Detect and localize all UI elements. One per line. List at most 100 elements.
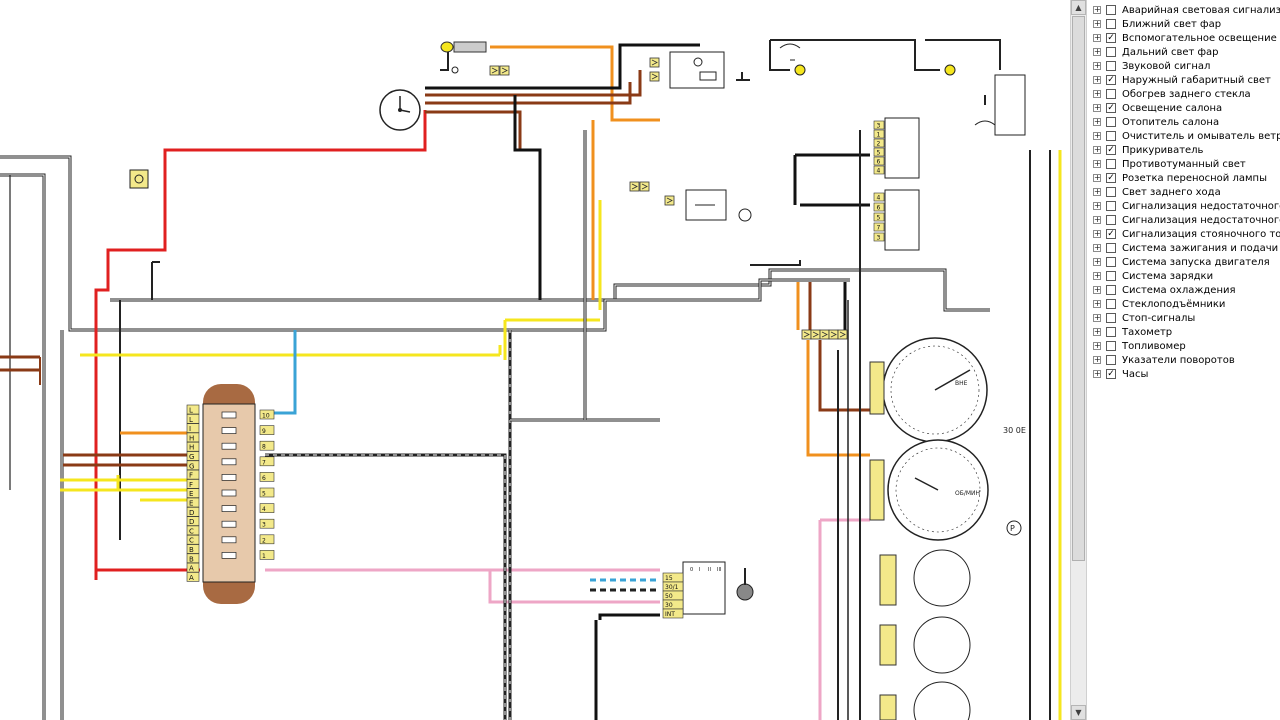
system-checkbox[interactable] xyxy=(1106,131,1116,141)
expand-plus-icon[interactable]: + xyxy=(1093,75,1101,84)
expand-plus-icon[interactable]: + xyxy=(1093,313,1101,322)
expand-plus-icon[interactable]: + xyxy=(1093,159,1101,168)
system-checkbox[interactable]: ✓ xyxy=(1106,145,1116,155)
fuse-left-label: F xyxy=(189,481,193,489)
system-list-item[interactable]: +Система запуска двигателя xyxy=(1093,255,1280,269)
system-list-item[interactable]: +Дальний свет фар xyxy=(1093,45,1280,59)
system-checkbox[interactable]: ✓ xyxy=(1106,229,1116,239)
expand-plus-icon[interactable]: + xyxy=(1093,61,1101,70)
system-list-item[interactable]: +Система охлаждения xyxy=(1093,283,1280,297)
fuse-left-label: F xyxy=(189,472,193,480)
vertical-scrollbar[interactable]: ▲ ▼ xyxy=(1070,0,1086,720)
system-list-item[interactable]: +Аварийная световая сигнализ xyxy=(1093,3,1280,17)
system-list-item[interactable]: +✓Розетка переносной лампы xyxy=(1093,171,1280,185)
scrollbar-thumb[interactable] xyxy=(1072,16,1085,561)
expand-plus-icon[interactable]: + xyxy=(1093,187,1101,196)
system-list-item[interactable]: +Обогрев заднего стекла xyxy=(1093,87,1280,101)
expand-plus-icon[interactable]: + xyxy=(1093,341,1101,350)
expand-plus-icon[interactable]: + xyxy=(1093,243,1101,252)
ignition-position-label: III xyxy=(717,567,721,573)
system-checkbox[interactable] xyxy=(1106,117,1116,127)
system-list-item[interactable]: +Ближний свет фар xyxy=(1093,17,1280,31)
system-list-item[interactable]: +Топливомер xyxy=(1093,339,1280,353)
system-checkbox[interactable] xyxy=(1106,47,1116,57)
expand-plus-icon[interactable]: + xyxy=(1093,271,1101,280)
system-list-item[interactable]: +✓Освещение салона xyxy=(1093,101,1280,115)
system-checkbox[interactable]: ✓ xyxy=(1106,33,1116,43)
system-checkbox[interactable] xyxy=(1106,299,1116,309)
system-list-item[interactable]: + Система зажигания и подачи т xyxy=(1093,241,1280,255)
system-checkbox[interactable] xyxy=(1106,19,1116,29)
system-list-item[interactable]: +Стоп-сигналы xyxy=(1093,311,1280,325)
system-list-item[interactable]: +✓Вспомогательное освещение xyxy=(1093,31,1280,45)
expand-plus-icon[interactable]: + xyxy=(1093,201,1101,210)
speedometer-label: ВНЕ xyxy=(955,380,968,387)
expand-plus-icon[interactable]: + xyxy=(1093,89,1101,98)
system-list-item[interactable]: + Стеклоподъёмники xyxy=(1093,297,1280,311)
system-checkbox[interactable] xyxy=(1106,89,1116,99)
system-checkbox[interactable] xyxy=(1106,187,1116,197)
expand-plus-icon[interactable]: + xyxy=(1093,117,1101,126)
system-checkbox[interactable]: ✓ xyxy=(1106,369,1116,379)
system-label: Система зажигания и подачи т xyxy=(1122,242,1280,254)
system-list-item[interactable]: +Тахометр xyxy=(1093,325,1280,339)
system-checkbox[interactable]: ✓ xyxy=(1106,103,1116,113)
fuse-left-label: B xyxy=(189,546,194,554)
system-checkbox[interactable] xyxy=(1106,159,1116,169)
system-list-item[interactable]: +Отопитель салона xyxy=(1093,115,1280,129)
expand-plus-icon[interactable]: + xyxy=(1093,145,1101,154)
dashed-wires xyxy=(265,130,1062,720)
system-list-item[interactable]: +Свет заднего хода xyxy=(1093,185,1280,199)
system-list-item[interactable]: +✓Прикуриватель xyxy=(1093,143,1280,157)
scroll-up-arrow-icon[interactable]: ▲ xyxy=(1071,0,1086,15)
system-checkbox[interactable] xyxy=(1106,327,1116,337)
system-checkbox[interactable] xyxy=(1106,5,1116,15)
expand-plus-icon[interactable]: + xyxy=(1093,327,1101,336)
expand-plus-icon[interactable]: + xyxy=(1093,33,1101,42)
system-list-item[interactable]: +Противотуманный свет xyxy=(1093,157,1280,171)
system-checkbox[interactable] xyxy=(1106,215,1116,225)
expand-plus-icon[interactable]: + xyxy=(1093,5,1101,14)
system-list-item[interactable]: +✓Часы xyxy=(1093,367,1280,381)
system-list-item[interactable]: +Указатели поворотов xyxy=(1093,353,1280,367)
system-checkbox[interactable] xyxy=(1106,355,1116,365)
expand-plus-icon[interactable]: + xyxy=(1093,173,1101,182)
system-checkbox[interactable] xyxy=(1106,285,1116,295)
fuse-right-label: 2 xyxy=(262,537,266,544)
system-checkbox[interactable] xyxy=(1106,201,1116,211)
expand-plus-icon[interactable]: + xyxy=(1093,131,1101,140)
system-checkbox[interactable] xyxy=(1106,243,1116,253)
expand-plus-icon[interactable]: + xyxy=(1093,257,1101,266)
expand-plus-icon[interactable]: + xyxy=(1093,103,1101,112)
expand-plus-icon[interactable]: + xyxy=(1093,47,1101,56)
expand-plus-icon[interactable]: + xyxy=(1093,229,1101,238)
fuse-left-label: C xyxy=(189,527,194,535)
system-checkbox[interactable] xyxy=(1106,257,1116,267)
scroll-down-arrow-icon[interactable]: ▼ xyxy=(1071,705,1086,720)
expand-plus-icon[interactable]: + xyxy=(1093,299,1101,308)
yellow-wires xyxy=(60,200,602,502)
expand-plus-icon[interactable]: + xyxy=(1093,285,1101,294)
system-list-item[interactable]: +Система зарядки xyxy=(1093,269,1280,283)
system-checkbox[interactable] xyxy=(1106,61,1116,71)
system-list-item[interactable]: +✓Сигнализация стояночного тор xyxy=(1093,227,1280,241)
system-checkbox[interactable]: ✓ xyxy=(1106,75,1116,85)
clock-symbol xyxy=(379,89,421,131)
system-checkbox[interactable] xyxy=(1106,313,1116,323)
tachometer-label: ОБ/МИН xyxy=(955,490,980,497)
system-list-item[interactable]: +Сигнализация недостаточного xyxy=(1093,213,1280,227)
expand-plus-icon[interactable]: + xyxy=(1093,19,1101,28)
fuse-right-label: 5 xyxy=(262,491,266,498)
system-list-item[interactable]: +Очиститель и омыватель ветро xyxy=(1093,129,1280,143)
system-checkbox[interactable]: ✓ xyxy=(1106,173,1116,183)
expand-plus-icon[interactable]: + xyxy=(1093,355,1101,364)
system-list-item[interactable]: +Звуковой сигнал xyxy=(1093,59,1280,73)
system-list-item[interactable]: +Сигнализация недостаточного xyxy=(1093,199,1280,213)
expand-plus-icon[interactable]: + xyxy=(1093,369,1101,378)
system-checkbox[interactable] xyxy=(1106,271,1116,281)
system-checkbox[interactable] xyxy=(1106,341,1116,351)
system-list-item[interactable]: +✓Наружный габаритный свет xyxy=(1093,73,1280,87)
system-label: Стеклоподъёмники xyxy=(1122,298,1226,310)
expand-plus-icon[interactable]: + xyxy=(1093,215,1101,224)
